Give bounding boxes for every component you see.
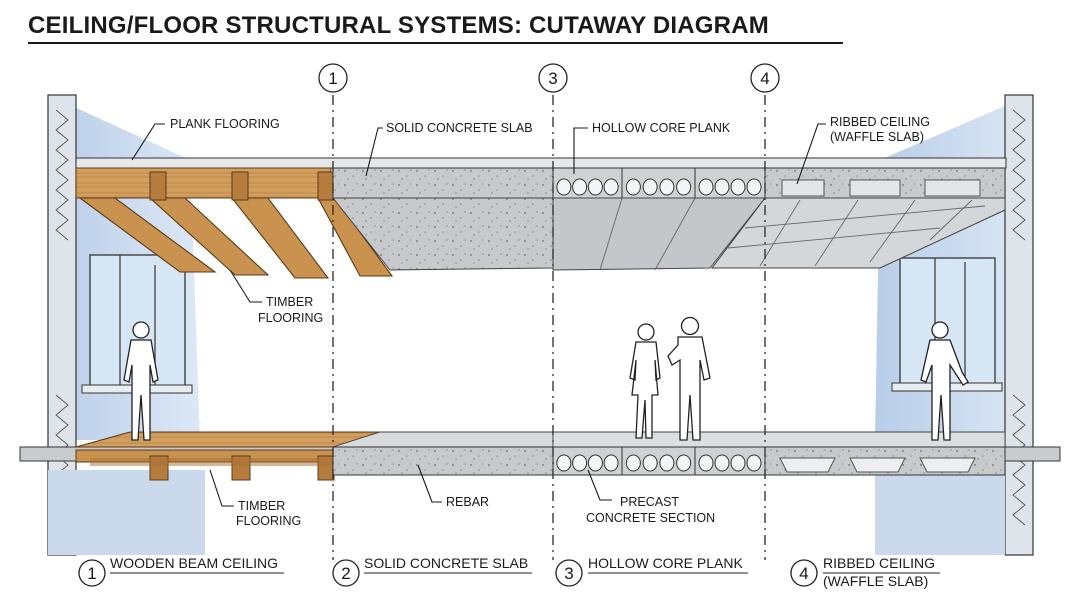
hollow-core-void xyxy=(556,178,572,196)
svg-text:RIBBED CEILING: RIBBED CEILING xyxy=(823,555,935,571)
solid-slab-lower xyxy=(332,446,554,476)
caption-1: 1 WOODEN BEAM CEILING xyxy=(78,555,284,587)
hollow-core-void xyxy=(659,454,675,472)
svg-text:1: 1 xyxy=(87,564,96,583)
svg-text:PLANK FLOORING: PLANK FLOORING xyxy=(170,117,280,131)
hollow-core-void xyxy=(556,454,572,472)
svg-text:4: 4 xyxy=(799,564,808,583)
hollow-core-void xyxy=(587,454,603,472)
svg-text:4: 4 xyxy=(760,69,769,88)
caption-3: 3 HOLLOW CORE PLANK xyxy=(555,555,748,587)
svg-text:2: 2 xyxy=(341,564,350,583)
svg-text:REBAR: REBAR xyxy=(446,495,489,509)
svg-text:HOLLOW CORE PLANK: HOLLOW CORE PLANK xyxy=(588,555,743,571)
label-rebar: REBAR xyxy=(417,464,489,509)
waffle-slab-lower xyxy=(764,446,1006,476)
title-underline xyxy=(28,42,843,44)
label-ribbed-ceiling: RIBBED CEILING (WAFFLE SLAB) xyxy=(796,115,930,185)
hollow-core-lower xyxy=(552,446,766,476)
timber-beam-ceiling xyxy=(75,167,394,279)
person-right xyxy=(920,321,969,441)
svg-text:TIMBER: TIMBER xyxy=(266,295,313,309)
marker-3: 3 xyxy=(538,63,568,93)
hollow-core-void xyxy=(714,454,730,472)
svg-text:TIMBER: TIMBER xyxy=(238,499,285,513)
hollow-core-void xyxy=(625,454,641,472)
page-title: CEILING/FLOOR STRUCTURAL SYSTEMS: CUTAWA… xyxy=(28,12,769,39)
hollow-core-void xyxy=(572,178,588,196)
svg-text:3: 3 xyxy=(564,564,573,583)
hollow-core-void xyxy=(698,178,714,196)
hollow-core-void xyxy=(698,454,714,472)
svg-text:SOLID CONCRETE SLAB: SOLID CONCRETE SLAB xyxy=(386,121,533,135)
svg-text:PRECAST: PRECAST xyxy=(620,495,679,509)
hollow-core-void xyxy=(714,178,730,196)
svg-text:(WAFFLE SLAB): (WAFFLE SLAB) xyxy=(823,573,928,589)
svg-text:(WAFFLE SLAB): (WAFFLE SLAB) xyxy=(830,130,924,144)
hollow-core-void xyxy=(587,178,603,196)
label-hollow-core-plank: HOLLOW CORE PLANK xyxy=(573,121,731,174)
label-solid-concrete-slab: SOLID CONCRETE SLAB xyxy=(365,121,533,177)
hollow-core-void xyxy=(730,454,746,472)
svg-text:3: 3 xyxy=(548,69,557,88)
svg-text:FLOORING: FLOORING xyxy=(258,311,323,325)
hollow-core-void xyxy=(746,454,762,472)
timber-floor-surface xyxy=(75,431,381,448)
svg-text:FLOORING: FLOORING xyxy=(236,514,301,528)
label-timber-flooring-upper: TIMBER FLOORING xyxy=(229,269,323,325)
hollow-core-plank-upper xyxy=(552,167,767,271)
label-plank-flooring: PLANK FLOORING xyxy=(131,117,280,161)
hollow-core-void xyxy=(603,454,619,472)
svg-text:HOLLOW CORE PLANK: HOLLOW CORE PLANK xyxy=(592,121,731,135)
waffle-slab-upper xyxy=(710,167,1006,269)
hollow-core-void xyxy=(572,454,588,472)
person-center-b xyxy=(667,316,711,441)
marker-1: 1 xyxy=(318,63,348,93)
svg-text:CONCRETE SECTION: CONCRETE SECTION xyxy=(586,511,715,525)
hollow-core-void xyxy=(676,178,692,196)
caption-2: 2 SOLID CONCRETE SLAB xyxy=(332,555,532,587)
hollow-core-void xyxy=(642,454,658,472)
hollow-core-void xyxy=(625,178,641,196)
svg-text:RIBBED CEILING: RIBBED CEILING xyxy=(830,115,930,129)
hollow-core-void xyxy=(603,178,619,196)
person-left xyxy=(123,321,159,441)
caption-4: 4 RIBBED CEILING (WAFFLE SLAB) xyxy=(790,555,940,589)
solid-concrete-slab-upper xyxy=(331,167,554,271)
upper-floor-surface xyxy=(75,157,1007,169)
timber-beams-lower xyxy=(75,449,335,481)
hollow-core-void xyxy=(746,178,762,196)
marker-4: 4 xyxy=(750,63,780,93)
label-precast: PRECAST CONCRETE SECTION xyxy=(586,469,715,525)
hollow-core-void xyxy=(676,454,692,472)
svg-text:1: 1 xyxy=(328,69,337,88)
person-center-a xyxy=(629,323,661,439)
hollow-core-void xyxy=(659,178,675,196)
label-timber-flooring-lower: TIMBER FLOORING xyxy=(209,469,301,528)
hollow-core-void xyxy=(642,178,658,196)
svg-text:WOODEN BEAM CEILING: WOODEN BEAM CEILING xyxy=(110,555,278,571)
svg-text:SOLID CONCRETE SLAB: SOLID CONCRETE SLAB xyxy=(364,555,528,571)
hollow-core-void xyxy=(730,178,746,196)
